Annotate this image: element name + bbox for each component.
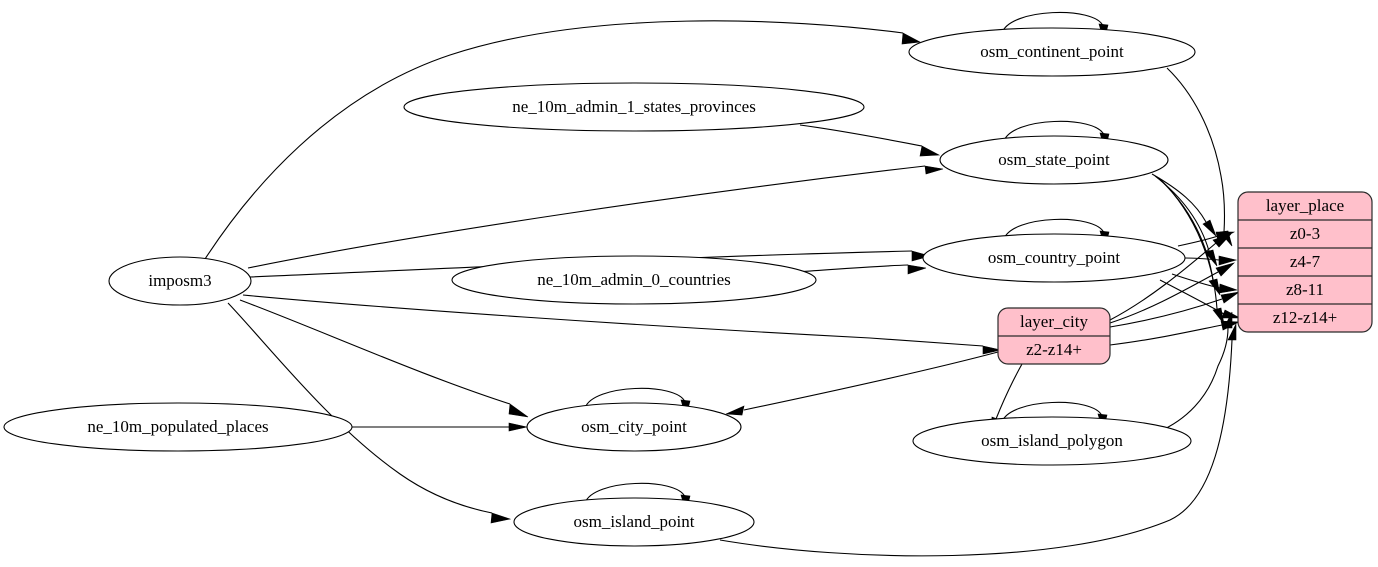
layer_city-row-z2-z14plus[interactable]: z2-z14+ (1026, 340, 1082, 359)
node-label-osm_island_polygon: osm_island_polygon (981, 431, 1123, 450)
edge-layer_city-to-osm_island_polygon (995, 363, 1023, 420)
arrowhead-osm_country_point-z811 (1218, 283, 1238, 294)
edge-layer_city-to-layer_place-z47 (1109, 271, 1219, 324)
node-shape-osm_continent_point[interactable] (908, 27, 1196, 77)
node-imposm3[interactable]: imposm3 (108, 256, 252, 306)
edge-osm_country_point-to-layer_place-z03 (1177, 235, 1219, 247)
edge-imposm3-to-layer_city (242, 294, 984, 347)
edge-osm_island_polygon-to-layer_place (1157, 327, 1229, 433)
node-label-ne_10m_admin_0_countries: ne_10m_admin_0_countries (537, 270, 731, 289)
arrowhead-ne1-osm_state_point (919, 145, 941, 157)
node-osm_city_point[interactable]: osm_city_point (526, 402, 742, 452)
edge-layer_city-to-layer_place-z03 (1109, 242, 1217, 321)
arrowhead-layer_city-z811 (1220, 291, 1240, 304)
arrowhead-layer_city-z47 (1215, 262, 1236, 277)
node-label-osm_city_point: osm_city_point (581, 417, 687, 436)
selfloop-osm_island_point (584, 482, 686, 504)
arrowhead-osm_country_point-z47 (1218, 255, 1238, 266)
node-ne_10m_admin_1_states_provinces[interactable]: ne_10m_admin_1_states_provinces (403, 82, 865, 132)
selfloop-osm_state_point (1003, 120, 1105, 142)
arrowhead-layer_city-osm_city_point (725, 405, 745, 416)
edge-imposm3-to-osm_city_point (239, 299, 511, 405)
node-ne_10m_populated_places[interactable]: ne_10m_populated_places (3, 402, 353, 452)
node-shape-ne_10m_admin_0_countries[interactable] (451, 255, 817, 305)
node-shape-osm_island_point[interactable] (513, 497, 755, 547)
node-ne_10m_admin_0_countries[interactable]: ne_10m_admin_0_countries (451, 255, 817, 305)
edge-osm_country_point-to-layer_place-z47 (1184, 257, 1220, 261)
arrowhead-layer_city-z03 (1212, 233, 1232, 248)
selfloop-osm_island_polygon (1001, 401, 1103, 423)
edge-ne1-to-osm_state_point (799, 124, 923, 147)
edge-layer_city-to-layer_place-z811 (1109, 298, 1223, 328)
arrowhead-imposm3-osm_city_point (508, 403, 529, 418)
node-label-ne_10m_populated_places: ne_10m_populated_places (87, 417, 268, 436)
node-shape-osm_island_polygon[interactable] (912, 416, 1192, 466)
edge-imposm3-to-osm_state_point (247, 165, 926, 269)
selfloop-osm_continent_point (1001, 11, 1104, 34)
node-label-osm_continent_point: osm_continent_point (980, 42, 1124, 61)
node-label-osm_state_point: osm_state_point (998, 150, 1110, 169)
node-shape-osm_state_point[interactable] (939, 135, 1169, 185)
edge-layer_city-to-layer_place-z12 (1109, 324, 1223, 346)
layer_place-row-z4-7[interactable]: z4-7 (1290, 252, 1321, 271)
node-label-imposm3: imposm3 (148, 271, 211, 290)
node-label-ne_10m_admin_1_states_provinces: ne_10m_admin_1_states_provinces (512, 97, 756, 116)
node-shape-osm_city_point[interactable] (526, 402, 742, 452)
edge-osm_continent_point-to-layer_place (1166, 67, 1226, 233)
arrowhead-ne0-osm_country_point (907, 264, 927, 275)
selfloop-osm_city_point (584, 387, 686, 409)
arrowhead-imposm3-osm_island_point (490, 512, 512, 524)
edge-ne0-to-osm_country_point (795, 264, 909, 273)
edge-osm_island_point-to-layer_place (719, 339, 1233, 557)
arrowhead-osm_state_point-z03 (1202, 219, 1217, 237)
node-osm_state_point[interactable]: osm_state_point (939, 135, 1169, 185)
arrowhead-osm_island_point-layer_place (1227, 323, 1237, 341)
node-osm_continent_point[interactable]: osm_continent_point (908, 27, 1196, 77)
node-shape-osm_country_point[interactable] (922, 233, 1186, 283)
node-osm_country_point[interactable]: osm_country_point (922, 233, 1186, 283)
edge-osm_state_point-to-layer_place-z12 (1158, 177, 1218, 310)
arrowhead-imposm3-layer_city (982, 345, 1002, 355)
selfloop-osm_country_point (1003, 218, 1105, 240)
layer_place-row-z12-z14plus[interactable]: z12-z14+ (1273, 308, 1337, 327)
layer_city-title: layer_city (1020, 312, 1088, 331)
node-layer_place[interactable]: layer_place z0-3 z4-7 z8-11 z12-z14+ (1237, 191, 1373, 333)
layer_place-title: layer_place (1266, 196, 1344, 215)
edge-layer (204, 11, 1241, 557)
layer_place-row-z0-3[interactable]: z0-3 (1290, 224, 1320, 243)
edge-layer_city-to-osm_city_point (743, 351, 999, 411)
layer_place-row-z8-11[interactable]: z8-11 (1286, 280, 1324, 299)
node-label-osm_island_point: osm_island_point (574, 512, 695, 531)
arrowhead-ne_populated-osm_city_point (508, 422, 528, 432)
node-shape-ne_10m_populated_places[interactable] (3, 402, 353, 452)
arrowhead-imposm3-osm_continent_point (901, 32, 922, 45)
node-osm_island_polygon[interactable]: osm_island_polygon (912, 416, 1192, 466)
node-shape-ne_10m_admin_1_states_provinces[interactable] (403, 82, 865, 132)
node-layer_city[interactable]: layer_city z2-z14+ (997, 307, 1111, 365)
arrowhead-imposm3-osm_state_point (924, 165, 944, 175)
edge-imposm3-to-osm_continent_point (204, 20, 904, 260)
layer-node-layer: layer_place z0-3 z4-7 z8-11 z12-z14+ lay… (997, 191, 1373, 365)
source-node-layer: imposm3 ne_10m_admin_1_states_provinces … (3, 82, 865, 452)
arrowhead-osm_island_polygon-layer_place (1223, 311, 1233, 329)
layer_place-outer-box[interactable] (1237, 191, 1373, 333)
node-shape-imposm3[interactable] (108, 256, 252, 306)
edge-imposm3-to-osm_island_point (227, 302, 493, 514)
node-label-osm_country_point: osm_country_point (988, 248, 1120, 267)
node-osm_island_point[interactable]: osm_island_point (513, 497, 755, 547)
table-node-layer: osm_continent_point osm_state_point osm_… (513, 27, 1196, 547)
arrowhead-imposm3-osm_country_point (911, 250, 932, 262)
